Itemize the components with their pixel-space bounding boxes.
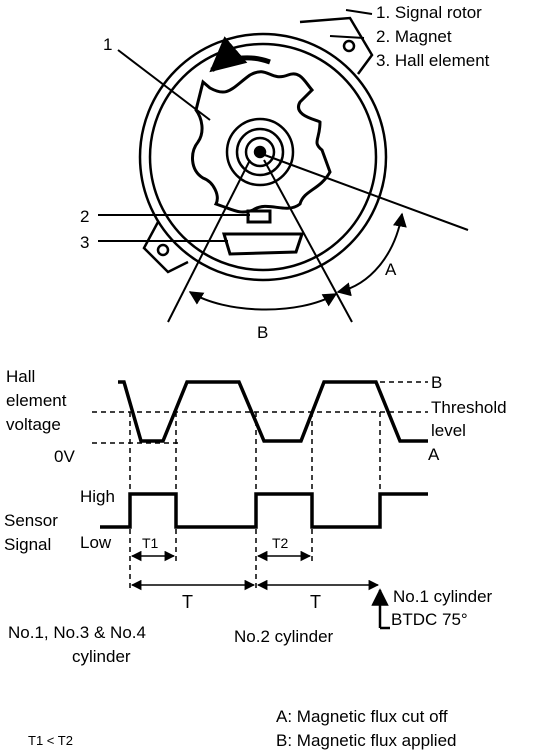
sensor-label-line1: Sensor (4, 511, 58, 530)
arc-b (188, 291, 338, 311)
legend-leader-1 (345, 9, 373, 15)
sensor-label-line2: Signal (4, 535, 51, 554)
callout-1: 1 (103, 35, 112, 54)
level-b-label: B (431, 373, 442, 392)
ray-a (261, 153, 469, 231)
rotor-leader-lines (98, 9, 469, 323)
hall-label-line1: Hall (6, 367, 35, 386)
waveform-guides (92, 381, 428, 590)
hub-ring-outer (225, 117, 295, 187)
t1-label: T1 (142, 535, 159, 551)
sensor-signal-waveform (100, 492, 428, 529)
hall-element (221, 232, 305, 256)
magnet (246, 209, 272, 224)
timing-arrows (130, 550, 390, 630)
legend-leader-2 (329, 35, 365, 39)
hub-ring-mid (235, 127, 285, 177)
hub-ring-inner (244, 136, 276, 168)
cyl2-label: No.2 cylinder (234, 627, 334, 646)
legend-item-1: 1. Signal rotor (376, 3, 482, 22)
rotation-arrow-icon (209, 36, 271, 73)
cyl1-mark-line1: No.1 cylinder (393, 587, 493, 606)
legend-item-3: 3. Hall element (376, 51, 490, 70)
ear-hole-right (342, 39, 356, 53)
hall-label-line2: element (6, 391, 67, 410)
t2-label: T2 (272, 535, 289, 551)
level-a-label: A (428, 445, 440, 464)
hall-voltage-waveform (118, 380, 428, 443)
threshold-label-line1: Threshold (431, 398, 507, 417)
callout-2: 2 (80, 207, 89, 226)
note-b: B: Magnetic flux applied (276, 731, 457, 750)
callout-a: A (385, 260, 397, 279)
high-label: High (80, 487, 115, 506)
inequality-note: T1 < T2 (28, 733, 73, 748)
legend-item-2: 2. Magnet (376, 27, 452, 46)
housing-inner (148, 42, 378, 272)
callout-b: B (257, 323, 268, 342)
ear-hole-left (156, 243, 170, 257)
t-label-1: T (182, 592, 193, 612)
threshold-label-line2: level (431, 421, 466, 440)
mounting-ear-right (299, 16, 374, 75)
cyl-group-line1: No.1, No.3 & No.4 (8, 623, 146, 642)
arc-a (336, 212, 407, 297)
low-label: Low (80, 533, 112, 552)
signal-rotor (191, 70, 332, 214)
callout-3: 3 (80, 233, 89, 252)
rotor-assembly (138, 16, 388, 282)
leader-1 (117, 49, 211, 121)
note-a: A: Magnetic flux cut off (276, 707, 448, 726)
ray-left (167, 159, 251, 323)
cyl-group-line2: cylinder (72, 647, 131, 666)
zero-v-label: 0V (54, 447, 75, 466)
t-label-2: T (310, 592, 321, 612)
hall-label-line3: voltage (6, 415, 61, 434)
cyl1-mark-line2: BTDC 75° (391, 610, 468, 629)
